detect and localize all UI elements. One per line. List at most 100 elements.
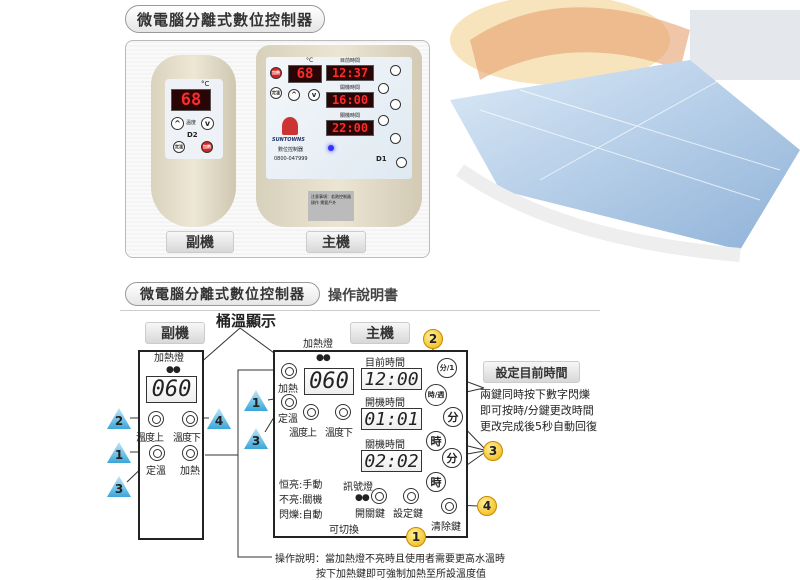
sub-unit-label: 副機: [145, 322, 205, 344]
mode-off-label: 不亮:關機: [279, 495, 323, 506]
step-badge-3: 3: [483, 441, 503, 461]
main-key[interactable]: [390, 65, 401, 76]
main-unit-diagram: 加熱 定溫 060 溫度上 溫度下 目前時間 12:00 開機時間 01:01 …: [273, 350, 468, 538]
step-badge-2: 2: [423, 329, 443, 349]
remote-model: D2: [187, 131, 198, 139]
notice-label: 注意事項：若熱控制器操作 需要戶外: [308, 191, 354, 221]
product-name: 數位控制器: [278, 147, 304, 153]
remote-up-button[interactable]: ^: [171, 117, 184, 130]
divider: [120, 310, 600, 311]
remote-caption: 副機: [166, 231, 234, 253]
sub-temp-display: 060: [146, 376, 197, 403]
sub-unit-diagram: 加熱燈 ●● 060 溫度上 溫度下 定溫 加熱: [136, 350, 204, 540]
heat-lamp-label: 加熱燈: [154, 353, 184, 364]
manual-title: 微電腦分離式數位控制器: [125, 282, 320, 306]
remote-face: °C 68 ^ 溫度 v D2 定溫 加熱: [165, 79, 223, 159]
heat-label: 加熱: [180, 466, 200, 477]
clear-key-label: 清除鍵: [431, 522, 461, 533]
heat-lamp-icon: ●●: [166, 365, 181, 375]
set-temp-button[interactable]: [149, 445, 165, 461]
off-time-label: 關機時間: [365, 440, 405, 451]
solar-heater-illustration: [450, 0, 800, 262]
main-heat-button[interactable]: 加熱: [270, 67, 282, 79]
temp-up-button[interactable]: [303, 404, 319, 420]
main-heat-lamp-icon: ●●: [316, 353, 331, 363]
heat-label: 加熱: [278, 384, 298, 395]
product-photo-panel: °C 68 ^ 溫度 v D2 定溫 加熱 加熱 定溫 °C 68 ^ v 目前…: [125, 40, 430, 258]
main-key[interactable]: [396, 157, 407, 168]
power-key-label: 開關鍵: [355, 509, 385, 520]
on-minute-key[interactable]: 分: [443, 407, 463, 427]
off-time-display: 02:02: [361, 450, 422, 472]
remote-heat-button[interactable]: 加熱: [201, 141, 213, 153]
main-model: D1: [376, 155, 387, 163]
manual-suffix: 操作說明書: [328, 288, 398, 304]
brand-logo: [282, 117, 298, 135]
current-time-label: 目前時間: [365, 358, 405, 369]
set-time-line: 即可按時/分鍵更改時間: [480, 404, 594, 417]
main-face: 加熱 定溫 °C 68 ^ v 目前時間 12:37 開機時間 16:00 關機…: [266, 57, 412, 179]
clear-key[interactable]: [441, 498, 457, 514]
on-time-display: 01:01: [361, 408, 422, 430]
main-up-button[interactable]: ^: [288, 89, 300, 101]
temp-up-button[interactable]: [148, 411, 164, 427]
main-set-button[interactable]: 定溫: [270, 87, 282, 99]
brand-name: SUNTOWNS: [272, 137, 305, 143]
main-down-button[interactable]: v: [308, 89, 320, 101]
main-caption: 主機: [306, 231, 366, 253]
temp-up-label: 溫度上: [136, 433, 164, 444]
main-unit-label: 主機: [350, 322, 410, 344]
operation-note: 按下加熱鍵即可強制加熱至所設溫度值: [316, 569, 486, 580]
off-minute-key[interactable]: 分: [442, 448, 462, 468]
switchable-label: 可切換: [329, 525, 359, 536]
signal-lamp-icon: ●●: [355, 493, 370, 503]
main-key[interactable]: [390, 99, 401, 110]
off-time-label: 關機時間: [340, 113, 361, 119]
set-time-line: 兩鍵同時按下數字閃爍: [480, 388, 590, 401]
main-key[interactable]: [390, 133, 401, 144]
remote-unit: °C 68 ^ 溫度 v D2 定溫 加熱: [151, 55, 236, 227]
step-badge-1: 1: [406, 527, 426, 547]
set-temp-label: 定溫: [278, 414, 298, 425]
unit-label: °C: [201, 80, 210, 88]
step-badge-4: 4: [477, 496, 497, 516]
set-time-title: 設定目前時間: [483, 361, 580, 383]
main-heat-lamp-label: 加熱燈: [303, 339, 333, 350]
tank-temp-label: 桶溫顯示: [216, 312, 277, 330]
temp-down-label: 溫度下: [173, 433, 201, 444]
product-title: 微電腦分離式數位控制器: [125, 5, 325, 33]
current-time-label: 目前時間: [340, 58, 361, 64]
signal-lamp-label: 訊號燈: [343, 482, 373, 493]
phone-number: 0800-047999: [274, 156, 308, 162]
on-time-display: 16:00: [326, 92, 374, 108]
signal-light: [328, 145, 334, 151]
main-temp-display: 060: [304, 368, 354, 395]
current-time-display: 12:37: [326, 65, 374, 81]
temp-down-button[interactable]: [335, 404, 351, 420]
off-hour-key[interactable]: 時: [426, 472, 446, 492]
mode-blink-label: 閃爍:自動: [279, 510, 323, 521]
temp-down-label: 溫度下: [325, 428, 353, 439]
temp-down-button[interactable]: [182, 411, 198, 427]
current-time-display: 12:00: [361, 368, 422, 390]
main-unit: 加熱 定溫 °C 68 ^ v 目前時間 12:37 開機時間 16:00 關機…: [256, 45, 422, 227]
operation-note: 操作說明：當加熱燈不亮時且使用者需要更高水溫時: [275, 554, 505, 565]
power-key[interactable]: [371, 488, 387, 504]
off-time-display: 22:00: [326, 120, 374, 136]
heat-button[interactable]: [281, 363, 297, 379]
hour-week-key[interactable]: 時/週: [425, 384, 447, 406]
on-time-label: 開機時間: [365, 398, 405, 409]
mode-on-label: 恒亮:手動: [279, 480, 323, 491]
set-key-label: 設定鍵: [393, 509, 423, 520]
remote-temp-label: 溫度: [186, 120, 197, 126]
main-key[interactable]: [378, 115, 389, 126]
temp-up-label: 溫度上: [289, 428, 317, 439]
main-key[interactable]: [378, 83, 389, 94]
remote-down-button[interactable]: v: [201, 117, 214, 130]
on-hour-key[interactable]: 時: [426, 431, 446, 451]
heat-button[interactable]: [182, 445, 198, 461]
set-key[interactable]: [403, 488, 419, 504]
minute-1-key[interactable]: 分/1: [437, 358, 457, 378]
remote-set-button[interactable]: 定溫: [173, 141, 185, 153]
set-temp-button[interactable]: [281, 394, 297, 410]
